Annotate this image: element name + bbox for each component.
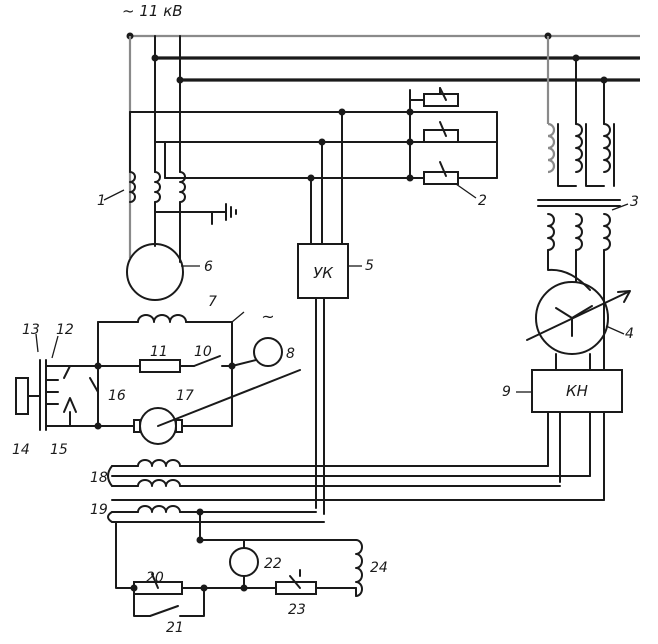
transformer-coil-c bbox=[179, 171, 186, 203]
switch-10 bbox=[193, 355, 221, 367]
transformer-coil-b bbox=[154, 171, 161, 203]
lv-coil-c bbox=[603, 213, 611, 251]
reference-numbers: 1 2 3 4 5 6 7 8 9 10 11 12 13 14 15 16 1… bbox=[12, 193, 639, 636]
ref-12: 12 bbox=[56, 322, 74, 338]
ref-18: 18 bbox=[90, 470, 108, 486]
winding-24 bbox=[355, 539, 363, 597]
ref-13: 13 bbox=[22, 322, 40, 338]
winding-18a bbox=[137, 459, 181, 467]
ref-22: 22 bbox=[264, 556, 282, 572]
hv-coil-a bbox=[547, 122, 556, 174]
switch-21 bbox=[149, 605, 179, 617]
supply-label: ~ 11 кВ bbox=[122, 2, 183, 20]
winding-7 bbox=[137, 314, 187, 323]
resistor-14 bbox=[15, 377, 29, 415]
ref-23: 23 bbox=[288, 602, 306, 618]
left-control-circuit bbox=[15, 314, 236, 445]
ref-14: 14 bbox=[12, 442, 30, 458]
lv-coil-b bbox=[575, 213, 583, 251]
ac-symbol: ~ bbox=[261, 307, 274, 326]
mechanical-link bbox=[157, 369, 301, 427]
ref-10: 10 bbox=[194, 344, 212, 360]
transformer-coil-a bbox=[129, 171, 136, 203]
ref-4: 4 bbox=[625, 326, 634, 342]
regulator-arrow bbox=[526, 291, 629, 341]
ref-11: 11 bbox=[150, 344, 168, 360]
variable-resistors-2 bbox=[406, 87, 498, 199]
fuse-15 bbox=[63, 397, 77, 413]
ref-7: 7 bbox=[208, 294, 217, 310]
switch-16 bbox=[89, 377, 99, 393]
hv-coil-c bbox=[603, 123, 611, 173]
bottom-circuit bbox=[115, 508, 363, 617]
ref-6: 6 bbox=[204, 259, 213, 275]
winding-19 bbox=[137, 505, 181, 513]
kn-block: КН bbox=[516, 369, 623, 501]
ref-2: 2 bbox=[478, 193, 487, 209]
resistor-2b bbox=[423, 129, 459, 143]
supply-busbars bbox=[126, 32, 640, 84]
lv-coil-a bbox=[547, 213, 555, 251]
ref-15: 15 bbox=[50, 442, 68, 458]
ref-3: 3 bbox=[630, 194, 639, 210]
resistor-2a bbox=[423, 93, 459, 107]
ref-21: 21 bbox=[166, 620, 184, 636]
ref-16: 16 bbox=[108, 388, 126, 404]
ref-8: 8 bbox=[286, 346, 295, 362]
ac-source-8 bbox=[253, 337, 283, 367]
ref-20: 20 bbox=[146, 570, 164, 586]
kn-label: КН bbox=[566, 382, 588, 400]
winding-18b bbox=[137, 479, 181, 487]
hv-coil-b bbox=[575, 123, 583, 173]
regulator-4 bbox=[526, 281, 631, 371]
resistor-11 bbox=[139, 359, 181, 373]
instrument-transformers bbox=[103, 171, 237, 225]
ref-5: 5 bbox=[365, 258, 374, 274]
regulator-circle bbox=[535, 281, 609, 355]
kn-box bbox=[531, 369, 623, 413]
ref-9: 9 bbox=[502, 384, 511, 400]
uk-label: УК bbox=[313, 264, 334, 282]
ref-1: 1 bbox=[97, 193, 106, 209]
uk-block: УК bbox=[297, 243, 362, 515]
machine-6 bbox=[126, 243, 184, 301]
measurement-lines bbox=[129, 108, 498, 245]
output-windings bbox=[107, 459, 605, 523]
resistor-2c bbox=[423, 171, 459, 185]
ref-24: 24 bbox=[370, 560, 388, 576]
ref-17: 17 bbox=[176, 388, 194, 404]
instrument-8: ~ bbox=[157, 307, 301, 427]
instrument-22 bbox=[229, 547, 259, 577]
ref-19: 19 bbox=[90, 502, 108, 518]
right-transformers-3 bbox=[537, 36, 629, 371]
